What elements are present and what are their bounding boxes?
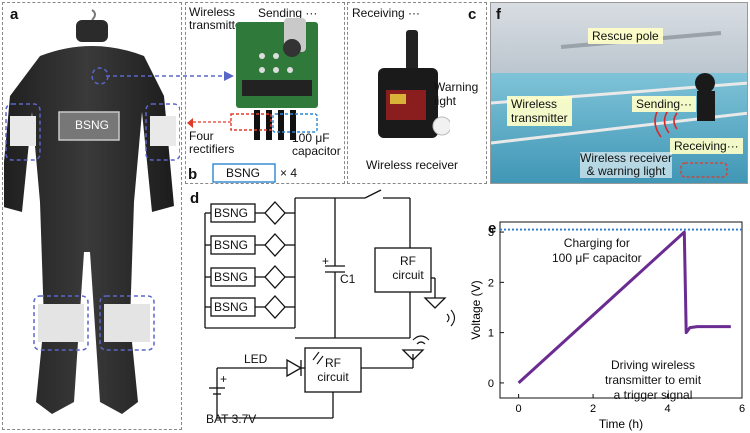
f-sending: Sending··· (632, 96, 697, 112)
wetsuit-illustration (4, 9, 180, 414)
circuit-diagram (204, 189, 456, 419)
d-bat: BAT 3.7V (206, 412, 257, 426)
panel-f-letter: f (496, 6, 501, 23)
panel-e-letter: e (488, 220, 497, 237)
e-annotation-driving: Driving wireless transmitter to emit a t… (605, 358, 702, 402)
connector-arrow (106, 71, 234, 81)
x-tick-label: 6 (739, 403, 745, 415)
panel-f-photo (490, 2, 748, 184)
e-annotation-charging: Charging for 100 μF capacitor (552, 236, 642, 265)
d-bsng-3: BSNG (214, 270, 249, 284)
transmitter-board-photo (236, 18, 318, 140)
b-bsng: BSNG (226, 166, 261, 180)
b-sending: Sending ··· (258, 6, 318, 20)
y-axis-label: Voltage (V) (470, 280, 483, 339)
d-c1-label: C1 (340, 272, 356, 286)
d-rf-circuit-bottom: RF circuit (317, 356, 349, 384)
b-highlight-boxes (187, 113, 318, 183)
panel-a-frame (2, 2, 182, 430)
c-warning-light: Warning light (434, 80, 479, 108)
f-wireless-transmitter: Wireless transmitter (507, 96, 572, 126)
y-tick-label: 2 (488, 277, 494, 289)
c-receiving: Receiving ··· (352, 6, 421, 20)
series-line-0 (517, 230, 731, 385)
b-wireless-transmitter: Wireless transmitter (189, 5, 246, 32)
f-receiver-light: Wireless receiver & warning light (580, 151, 673, 178)
panel-b-letter: b (188, 166, 198, 183)
d-c1-plus: + (322, 254, 330, 268)
d-rf-circuit-top: RF circuit (392, 254, 424, 282)
panel-c-frame (347, 2, 487, 184)
y-tick-label: 3 (488, 227, 494, 239)
y-tick-label: 0 (488, 378, 494, 390)
y-tick-label: 1 (488, 328, 494, 340)
receiver-photo (378, 30, 450, 138)
x-tick-label: 2 (590, 403, 596, 415)
d-led: LED (244, 352, 268, 366)
d-bsng-2: BSNG (214, 238, 249, 252)
b-four-rectifiers: Four rectifiers (189, 129, 235, 156)
b-times4: × 4 (280, 166, 298, 180)
x-tick-label: 0 (516, 403, 522, 415)
x-axis-label: Time (h) (599, 417, 643, 431)
panel-a-letter: a (10, 6, 19, 23)
d-bsng-1: BSNG (214, 206, 249, 220)
f-receiving: Receiving··· (670, 138, 743, 154)
x-tick-label: 4 (664, 403, 670, 415)
f-rescue-pole: Rescue pole (588, 28, 663, 44)
panel-b-frame (185, 2, 345, 184)
d-bsng-4: BSNG (214, 300, 249, 314)
panel-d-letter: d (190, 190, 200, 207)
plot-frame (499, 221, 743, 399)
panel-c-letter: c (468, 6, 477, 23)
chest-bsng-label: BSNG (75, 118, 110, 132)
b-capacitor: 100 μF capacitor (292, 131, 341, 158)
d-bat-plus: + (220, 372, 228, 386)
c-wireless-receiver: Wireless receiver (366, 158, 459, 172)
